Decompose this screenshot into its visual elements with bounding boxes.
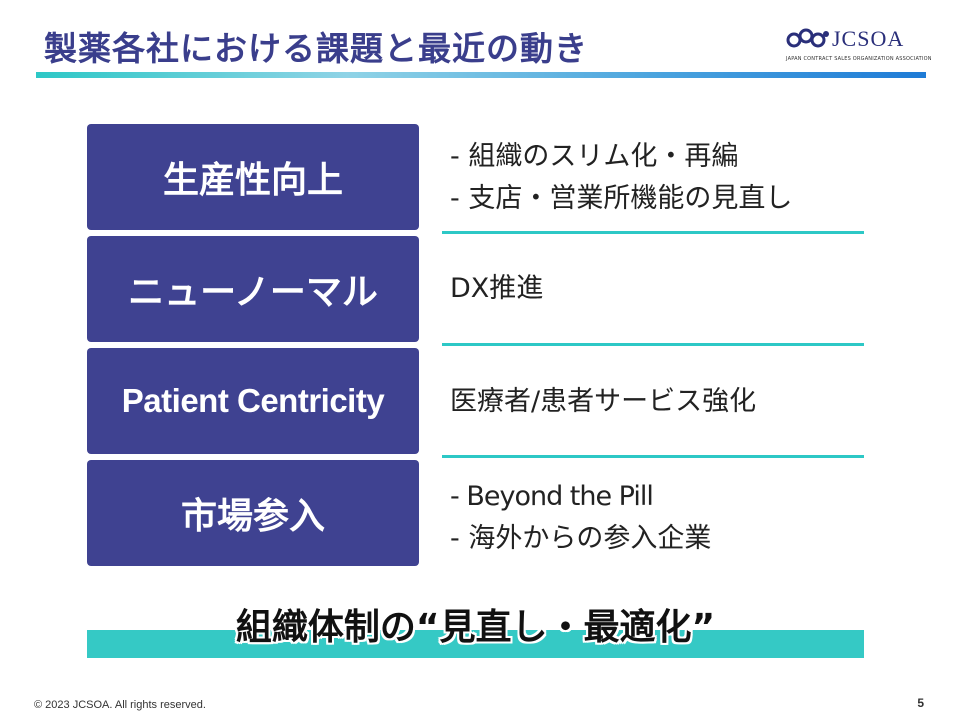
row-desc-new-normal: DX推進 <box>450 268 870 310</box>
page-number: 5 <box>917 696 924 710</box>
desc-line: - 海外からの参入企業 <box>450 523 712 554</box>
summary-bar <box>87 630 864 658</box>
row-box-productivity: 生産性向上 <box>87 124 419 230</box>
row-desc-market-entry: - Beyond the Pill - 海外からの参入企業 <box>450 476 870 560</box>
row-divider <box>442 231 864 234</box>
row-divider <box>442 455 864 458</box>
desc-line: 医療者/患者サービス強化 <box>450 386 757 417</box>
desc-line: - 組織のスリム化・再編 <box>450 141 739 172</box>
row-box-patient-centricity: Patient Centricity <box>87 348 419 454</box>
jcsoa-logo: JCSOA JAPAN CONTRACT SALES ORGANIZATION … <box>786 24 931 68</box>
row-box-new-normal: ニューノーマル <box>87 236 419 342</box>
page-title: 製薬各社における課題と最近の動き <box>44 29 588 68</box>
row-divider <box>442 343 864 346</box>
row-desc-patient-centricity: 医療者/患者サービス強化 <box>450 381 870 423</box>
copyright: © 2023 JCSOA. All rights reserved. <box>34 699 206 711</box>
logo-text: JCSOA <box>832 26 905 51</box>
logo-subtext: JAPAN CONTRACT SALES ORGANIZATION ASSOCI… <box>786 56 932 62</box>
row-box-market-entry: 市場参入 <box>87 460 419 566</box>
summary-text: 組織体制の“見直し・最適化” <box>235 607 716 648</box>
title-underline <box>36 72 926 78</box>
row-desc-productivity: - 組織のスリム化・再編 - 支店・営業所機能の見直し <box>450 136 870 220</box>
desc-line: DX推進 <box>450 273 544 304</box>
logo-mark-icon <box>786 28 829 48</box>
desc-line: - Beyond the Pill <box>450 481 654 512</box>
desc-line: - 支店・営業所機能の見直し <box>450 183 793 214</box>
